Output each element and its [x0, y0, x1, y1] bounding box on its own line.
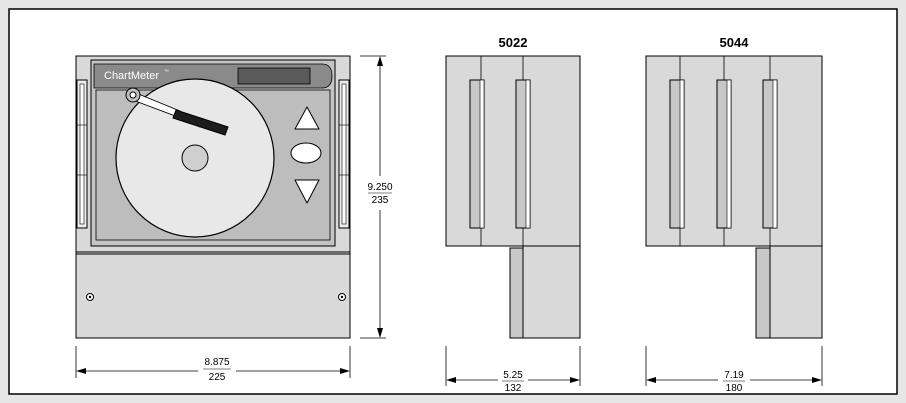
depth-5022-inches: 5.25 [503, 370, 523, 381]
lower-housing [75, 251, 351, 339]
side-bracket-5022 [509, 247, 524, 339]
side-bracket-5044 [755, 247, 771, 339]
front-view: ChartMeter ™ [75, 55, 351, 339]
side-lower-5022 [522, 245, 581, 339]
left-hinge-slot [79, 83, 85, 225]
depth-5044-inches: 7.19 [724, 370, 744, 381]
height-mm: 235 [372, 195, 389, 206]
up-arrow-button[interactable] [294, 106, 320, 130]
select-button[interactable] [290, 142, 322, 164]
trademark-mark: ™ [164, 69, 169, 75]
depth-dimension-5044: 7.19 180 [645, 346, 823, 394]
model-5044-title: 5044 [720, 35, 750, 50]
height-dimension: 9.250 235 [360, 55, 393, 339]
depth-5022-mm: 132 [505, 383, 522, 394]
lcd-display [237, 67, 311, 85]
chart-hub [181, 144, 209, 172]
depth-dimension-5022: 5.25 132 [445, 346, 581, 394]
side-view-5044: 5044 [645, 35, 823, 339]
model-5022-title: 5022 [499, 35, 528, 50]
screw-icon [338, 293, 346, 301]
width-mm: 225 [209, 372, 226, 383]
depth-5044-mm: 180 [726, 383, 743, 394]
width-dimension: 8.875 225 [75, 346, 351, 383]
width-inches: 8.875 [204, 357, 229, 368]
side-body-5022 [445, 55, 581, 247]
height-inches: 9.250 [367, 182, 392, 193]
pen-arm [125, 87, 229, 136]
down-arrow-button[interactable] [294, 179, 320, 204]
screw-icon [86, 293, 94, 301]
brand-label: ChartMeter [104, 70, 159, 82]
right-hinge-slot [341, 83, 347, 225]
side-view-5022: 5022 [445, 35, 581, 339]
side-lower-5044 [769, 245, 823, 339]
